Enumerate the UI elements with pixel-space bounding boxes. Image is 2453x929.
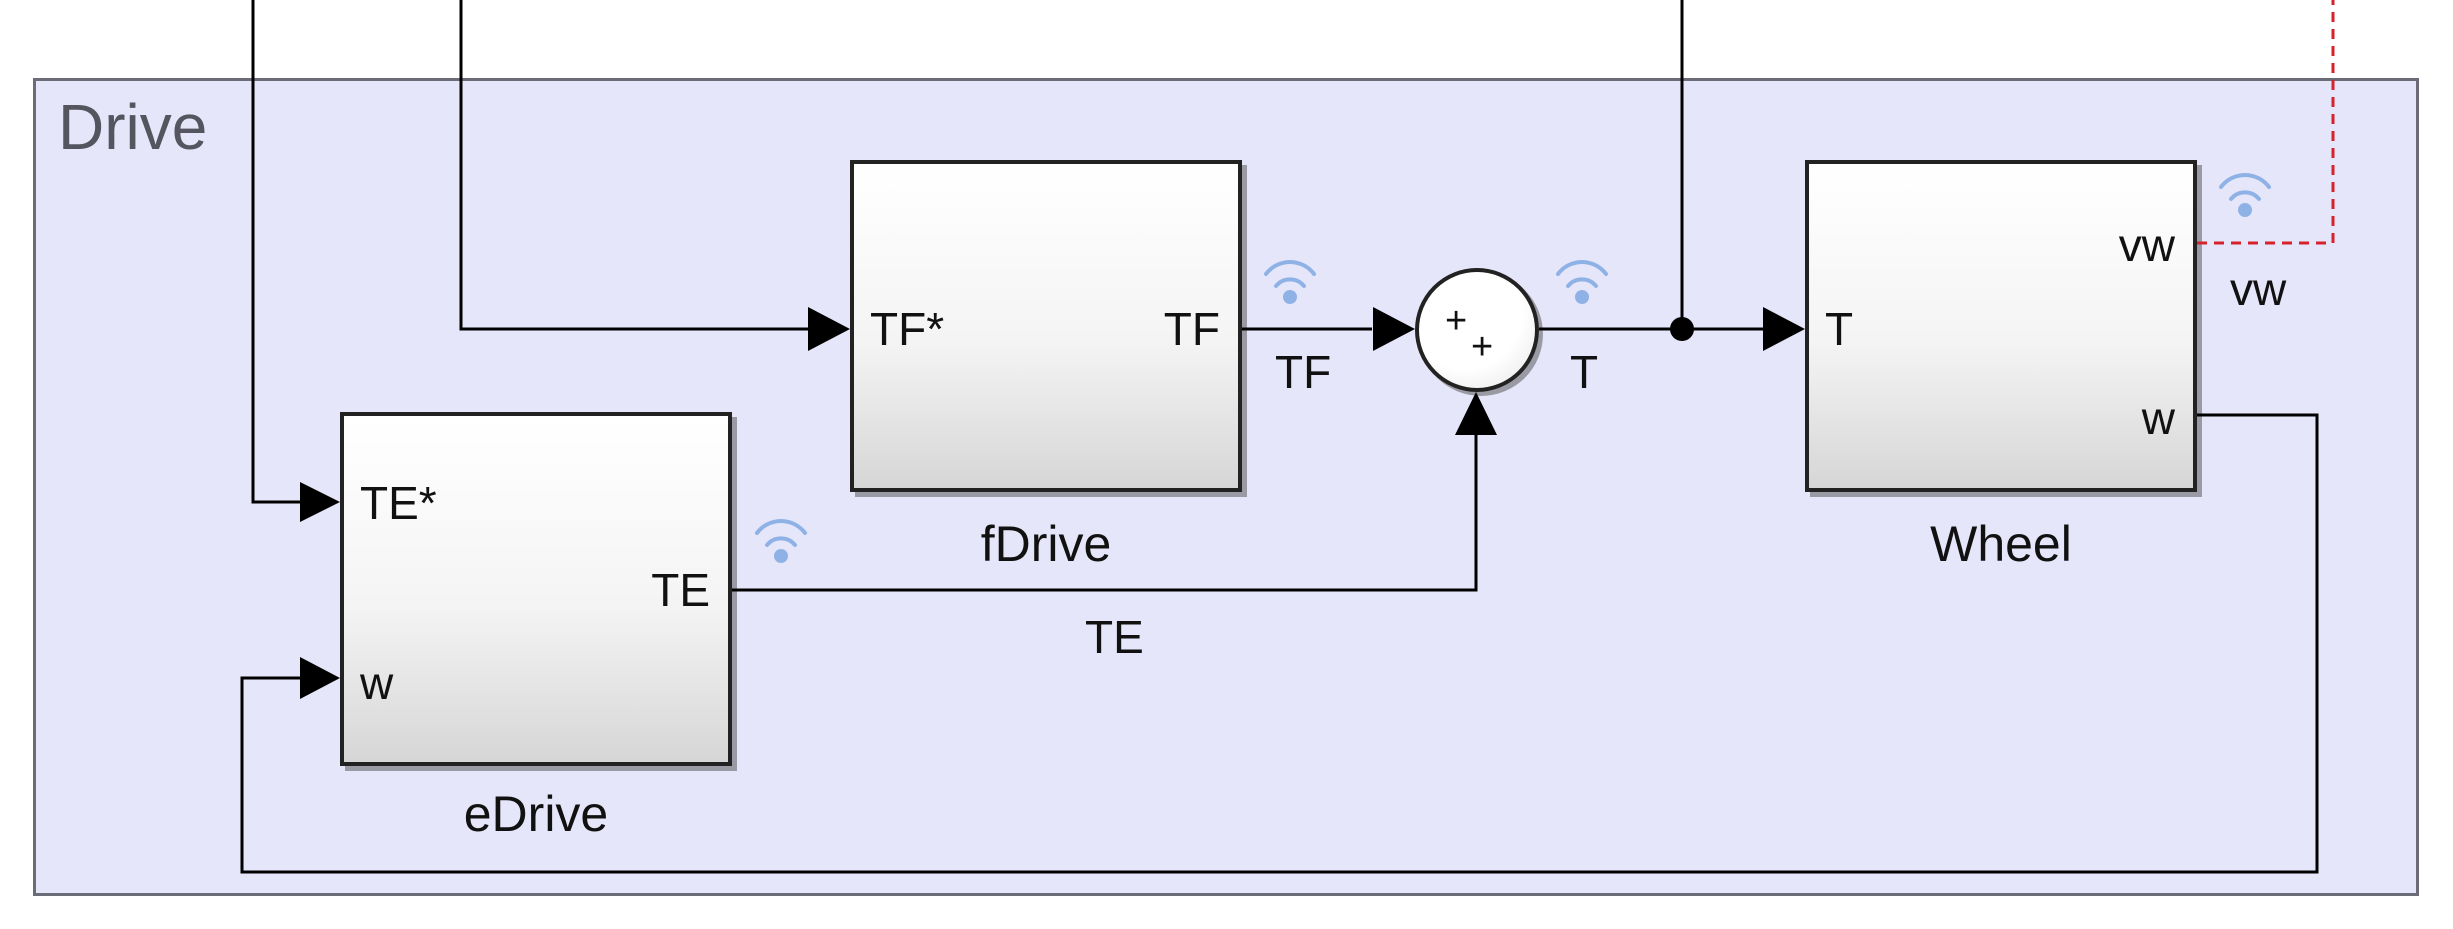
edrive-output-te: TE	[651, 564, 710, 616]
sum-block[interactable]: + +	[1415, 268, 1539, 392]
edrive-input-w: w	[360, 657, 394, 709]
edrive-input-te-star: TE*	[360, 477, 437, 529]
line-tf-star[interactable]	[459, 0, 808, 331]
fdrive-output-tf: TF	[1163, 303, 1220, 355]
arrow-w-to-edrive	[300, 657, 340, 699]
line-te[interactable]	[732, 435, 1478, 592]
line-w-feedback[interactable]	[240, 413, 2319, 874]
line-vw[interactable]	[2197, 0, 2335, 245]
branch-point	[1670, 317, 1694, 341]
arrow-t-to-wheel	[1763, 307, 1805, 351]
line-te-star[interactable]	[251, 0, 300, 504]
edrive-name[interactable]: eDrive	[463, 786, 609, 842]
signal-logging-icon[interactable]	[755, 519, 807, 563]
signal-label-te[interactable]: TE	[1085, 611, 1144, 663]
signal-label-tf[interactable]: TF	[1275, 346, 1332, 398]
fdrive-name[interactable]: fDrive	[980, 516, 1112, 572]
signal-logging-icon[interactable]	[1556, 260, 1608, 304]
signal-logging-icon[interactable]	[1264, 260, 1316, 304]
arrow-tf-to-sum	[1373, 307, 1415, 351]
fdrive-input-tf-star: TF*	[870, 303, 945, 355]
wheel-block[interactable]	[1805, 160, 2197, 492]
sum-sign-bottom: +	[1471, 326, 1494, 368]
signal-logging-icon[interactable]	[2219, 173, 2271, 217]
edrive-block[interactable]	[340, 412, 732, 766]
wheel-output-w: w	[2141, 392, 2175, 444]
signal-label-t[interactable]: T	[1570, 346, 1599, 398]
signal-label-vw[interactable]: vw	[2230, 263, 2287, 315]
arrow-te-to-sum	[1455, 392, 1497, 435]
sum-sign-top: +	[1445, 300, 1468, 342]
arrow-te-star	[300, 482, 340, 522]
wheel-input-t: T	[1825, 303, 1854, 355]
area-title: Drive	[58, 91, 208, 163]
wheel-name[interactable]: Wheel	[1930, 516, 2072, 572]
arrow-tf-star	[808, 307, 850, 351]
fdrive-block[interactable]	[850, 160, 1242, 492]
wheel-output-vw: vw	[2118, 219, 2175, 271]
